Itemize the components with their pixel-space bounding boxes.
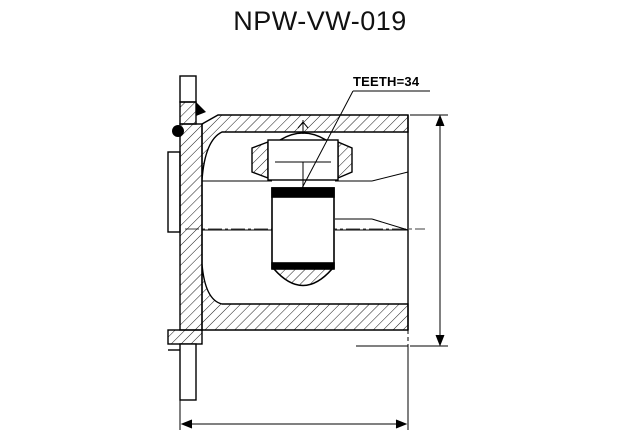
teeth-count-label: TEETH=34 [353,74,420,89]
outer-housing [201,114,409,331]
tripod-spider-head [251,120,353,181]
tripod-roller [271,162,335,287]
width-dimension [179,346,409,430]
flange-plate [167,75,203,401]
seal-ring [172,125,184,137]
bore-lines [202,171,409,347]
part-number-title: NPW-VW-019 [233,6,407,36]
seal-wedge [196,102,206,116]
teeth-leader-line [299,90,430,193]
height-dimension [410,114,448,347]
